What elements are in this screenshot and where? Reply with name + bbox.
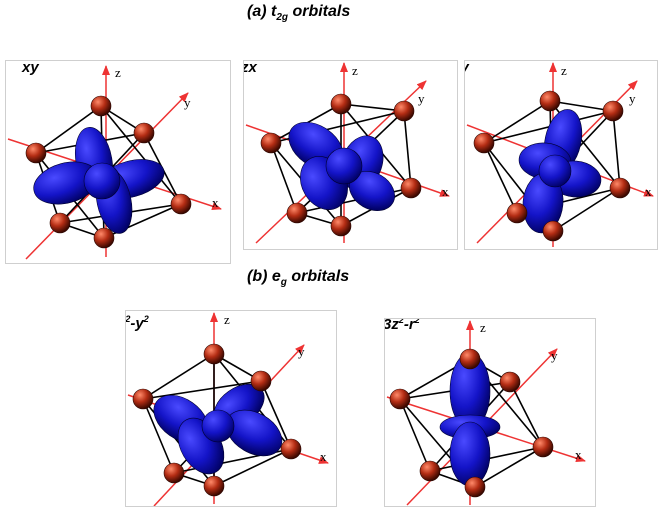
axis-label-z: z: [224, 312, 230, 327]
bond-line: [142, 398, 175, 474]
bond-line: [260, 380, 292, 450]
ligand-atom: [203, 475, 225, 497]
ligand-atom: [330, 93, 352, 115]
ligand-atom: [419, 460, 441, 482]
ligand-atom: [132, 388, 154, 410]
panel-label-zy: zy: [465, 61, 469, 76]
heading-t2g-sub: 2g: [276, 12, 288, 24]
axis-label-y: y: [418, 91, 425, 106]
axis-label-y: y: [629, 91, 636, 106]
bond-line: [552, 187, 621, 232]
bond-line: [509, 381, 544, 448]
ligand-atom: [260, 132, 282, 154]
orbital-diagram-x2-y2: z y x: [127, 312, 329, 506]
panel-label-3z2-r2-part1: 3z: [384, 318, 399, 333]
ligand-atom: [330, 215, 352, 237]
heading-eg-suffix: orbitals: [286, 268, 350, 285]
ligand-atom: [25, 142, 47, 164]
ligand-atom: [93, 227, 115, 249]
heading-eg-prefix: (b) e: [247, 268, 281, 285]
orbital-lobe: [538, 154, 572, 188]
heading-t2g-suffix: orbitals: [288, 3, 351, 20]
axis-label-x: x: [212, 195, 219, 210]
ligand-atom: [393, 100, 415, 122]
ligand-atom: [499, 371, 521, 393]
orbital-lobe: [449, 421, 491, 487]
orbital-panel-x2-y2: x2-y2 z y x: [125, 310, 337, 507]
panel-label-xy: xy: [22, 60, 39, 76]
orbital-diagram-xy: z y x: [7, 65, 222, 260]
ligand-atom: [90, 95, 112, 117]
panel-label-x2-y2-sup2: 2: [143, 314, 149, 324]
panel-label-3z2-r2-sup1: 2: [398, 318, 404, 325]
bond-line: [483, 100, 551, 144]
panel-label-zx: zx: [244, 60, 257, 76]
ligand-atom: [602, 100, 624, 122]
bond-line: [340, 103, 405, 112]
orbital-diagram-3z2-r2: z y x: [386, 320, 586, 506]
ligand-atom: [473, 132, 495, 154]
ligand-atom: [609, 177, 631, 199]
ligand-atom: [539, 90, 561, 112]
ligand-atom: [286, 202, 308, 224]
heading-t2g-prefix: (a) t: [247, 3, 277, 20]
ligand-atom: [542, 220, 564, 242]
ligand-atom: [280, 438, 302, 460]
panel-label-x2-y2-sup1: 2: [125, 314, 131, 324]
panel-label-x2-y2-part2: -y: [130, 315, 144, 332]
bond-line: [399, 398, 431, 472]
axis-label-z: z: [115, 65, 121, 80]
axis-label-x: x: [442, 184, 449, 199]
heading-t2g-orbitals: (a) t2g orbitals: [247, 3, 350, 23]
ligand-atom: [464, 476, 486, 498]
bond-line: [612, 110, 621, 189]
bond-line: [35, 105, 102, 154]
bond-line: [549, 100, 614, 112]
ligand-atom: [170, 193, 192, 215]
orbital-lobe: [201, 409, 235, 443]
panel-label-3z2-r2: 3z2-r2: [384, 318, 420, 333]
bond-line: [474, 446, 544, 488]
panel-label-x2-y2: x2-y2: [125, 314, 149, 332]
axis-label-z: z: [352, 63, 358, 78]
orbital-panel-xy: xy z y x: [5, 60, 231, 264]
bond-line: [483, 142, 518, 214]
axis-label-x: x: [320, 449, 327, 464]
orbital-lobe: [325, 147, 363, 185]
heading-eg-sub: g: [280, 277, 287, 289]
ligand-atom: [203, 343, 225, 365]
ligand-atom: [389, 388, 411, 410]
bond-line: [142, 380, 262, 400]
axis-label-y: y: [551, 348, 558, 363]
ligand-atom: [532, 436, 554, 458]
panel-label-3z2-r2-part2: -r: [403, 318, 415, 333]
orbital-diagram-zy: zyx: [466, 62, 654, 247]
bond-line: [213, 448, 292, 487]
axis-label-y: y: [184, 95, 191, 110]
bond-line: [270, 142, 298, 214]
axis-label-z: z: [561, 63, 567, 78]
axis-label-z: z: [480, 320, 486, 335]
orbital-diagram-zx: z y x: [245, 62, 450, 244]
ligand-atom: [163, 462, 185, 484]
orbital-panel-zy: zy zyx: [464, 60, 658, 250]
bond-line: [142, 353, 215, 400]
panel-label-3z2-r2-sup2: 2: [414, 318, 420, 325]
heading-eg-orbitals: (b) eg orbitals: [247, 268, 349, 288]
bond-line: [100, 105, 182, 205]
axis-label-x: x: [645, 184, 652, 199]
bond-line: [403, 110, 412, 189]
ligand-atom: [459, 348, 481, 370]
ligand-atom: [133, 122, 155, 144]
ligand-atom: [400, 177, 422, 199]
ligand-atom: [49, 212, 71, 234]
axis-label-y: y: [298, 344, 305, 359]
axis-label-x: x: [575, 447, 582, 462]
ligand-atom: [506, 202, 528, 224]
ligand-atom: [250, 370, 272, 392]
orbital-panel-zx: zx z y x: [243, 60, 458, 250]
orbital-lobe: [83, 162, 121, 200]
